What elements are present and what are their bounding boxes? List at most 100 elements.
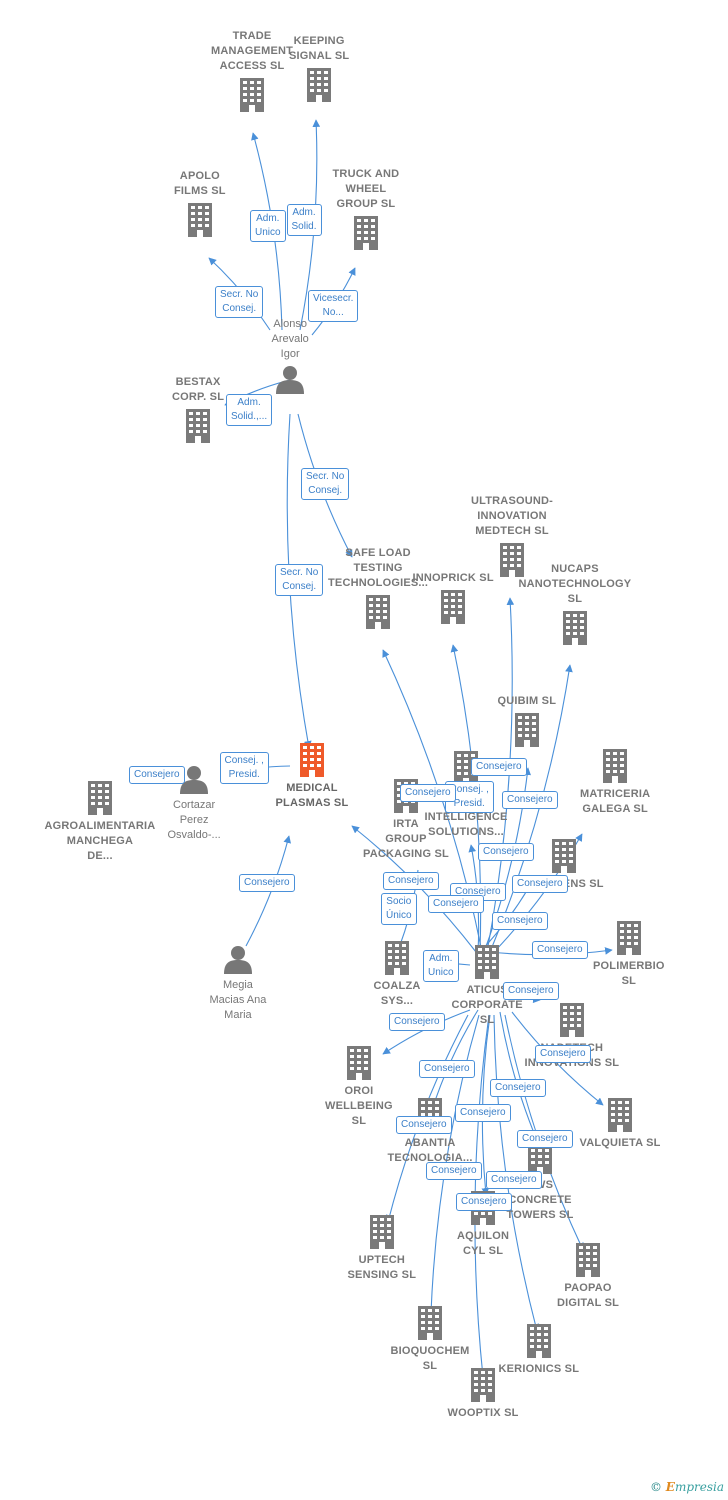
- node-name: BIOQUOCHEM SL: [390, 1345, 470, 1372]
- building-icon[interactable]: [88, 781, 112, 815]
- company-node-label[interactable]: APOLO FILMS SL: [174, 169, 226, 199]
- relationship-label[interactable]: Vicesecr. No...: [308, 290, 359, 322]
- building-icon[interactable]: [441, 590, 465, 624]
- building-icon[interactable]: [366, 595, 390, 629]
- relationship-label[interactable]: Socio Único: [381, 893, 417, 925]
- node-name: OROI WELLBEING SL: [325, 1085, 393, 1127]
- person-icon[interactable]: [276, 366, 304, 394]
- company-node-label[interactable]: KERIONICS SL: [499, 1362, 580, 1377]
- company-node-label[interactable]: ULTRASOUND- INNOVATION MEDTECH SL: [471, 494, 553, 539]
- relationship-label[interactable]: Consejero: [400, 784, 456, 802]
- building-icon[interactable]: [603, 749, 627, 783]
- company-node-label[interactable]: AGROALIMENTARIA MANCHEGA DE...: [45, 819, 156, 864]
- building-icon[interactable]: [188, 203, 212, 237]
- relationship-label[interactable]: Consejero: [492, 912, 548, 930]
- company-node-label[interactable]: OROI WELLBEING SL: [325, 1084, 393, 1129]
- relationship-label[interactable]: Consejero: [426, 1162, 482, 1180]
- person-node-label[interactable]: Megia Macias Ana Maria: [210, 978, 267, 1023]
- person-icon[interactable]: [224, 946, 252, 974]
- company-node-label[interactable]: IRTA GROUP PACKAGING SL: [363, 817, 449, 862]
- company-node-label[interactable]: INNOPRICK SL: [413, 571, 494, 586]
- node-name: IRTA GROUP PACKAGING SL: [363, 818, 449, 860]
- node-name: Alonso Arevalo Igor: [271, 318, 309, 360]
- building-icon[interactable]: [576, 1243, 600, 1277]
- relationship-label[interactable]: Consejero: [502, 791, 558, 809]
- relationship-label[interactable]: Secr. No Consej.: [275, 564, 324, 596]
- building-icon[interactable]: [563, 611, 587, 645]
- company-node-label[interactable]: BESTAX CORP. SL: [172, 375, 224, 405]
- company-node-label[interactable]: NUCAPS NANOTECHNOLOGY SL: [519, 562, 632, 607]
- company-node-label[interactable]: INTELLIGENCE SOLUTIONS...: [425, 810, 508, 840]
- relationship-label[interactable]: Adm. Unico: [423, 950, 459, 982]
- company-node-label[interactable]: MATRICERIA GALEGA SL: [580, 787, 650, 817]
- relationship-label[interactable]: Consejero: [456, 1193, 512, 1211]
- company-node-label[interactable]: POLIMERBIO SL: [593, 959, 665, 989]
- building-icon[interactable]: [475, 945, 499, 979]
- building-icon[interactable]: [307, 68, 331, 102]
- building-icon[interactable]: [617, 921, 641, 955]
- company-node-label[interactable]: TRUCK AND WHEEL GROUP SL: [333, 167, 400, 212]
- relationship-label[interactable]: Adm. Unico: [250, 210, 286, 242]
- relationship-label[interactable]: Consejero: [478, 843, 534, 861]
- company-node-label[interactable]: UPTECH SENSING SL: [348, 1253, 417, 1283]
- company-node-label[interactable]: WOOPTIX SL: [448, 1406, 519, 1421]
- node-name: TRUCK AND WHEEL GROUP SL: [332, 168, 400, 210]
- building-icon[interactable]: [560, 1003, 584, 1037]
- node-name: SAFE LOAD TESTING TECHNOLOGIES...: [328, 547, 429, 589]
- building-icon[interactable]: [471, 1368, 495, 1402]
- building-icon[interactable]: [354, 216, 378, 250]
- company-node-label[interactable]: ABANTIA TECNOLOGIA...: [388, 1136, 473, 1166]
- company-node-label[interactable]: SAFE LOAD TESTING TECHNOLOGIES...: [328, 546, 428, 591]
- relationship-label[interactable]: Consejero: [503, 982, 559, 1000]
- relationship-label[interactable]: Consejero: [490, 1079, 546, 1097]
- relationship-label[interactable]: Consejero: [535, 1045, 591, 1063]
- building-icon[interactable]: [418, 1306, 442, 1340]
- company-node-label[interactable]: ATICUS CORPORATE SL: [452, 983, 523, 1028]
- relationship-label[interactable]: Consejero: [517, 1130, 573, 1148]
- building-icon[interactable]: [527, 1324, 551, 1358]
- building-icon[interactable]: [347, 1046, 371, 1080]
- copyright-symbol: ©: [649, 1480, 662, 1494]
- building-icon[interactable]: [552, 839, 576, 873]
- relationship-label[interactable]: Consejero: [419, 1060, 475, 1078]
- relationship-label[interactable]: Consejero: [129, 766, 185, 784]
- company-node-label[interactable]: PAOPAO DIGITAL SL: [557, 1281, 619, 1311]
- building-icon[interactable]: [608, 1098, 632, 1132]
- relationship-label[interactable]: Consejero: [532, 941, 588, 959]
- relationship-label[interactable]: Consejero: [239, 874, 295, 892]
- company-node-label[interactable]: VALQUIETA SL: [580, 1136, 661, 1151]
- company-node-label[interactable]: COALZA SYS...: [374, 979, 421, 1009]
- building-icon[interactable]: [300, 743, 324, 777]
- company-node-label[interactable]: KEEPING SIGNAL SL: [289, 34, 349, 64]
- node-name: POLIMERBIO SL: [593, 960, 665, 987]
- relationship-label[interactable]: Consejero: [383, 872, 439, 890]
- building-icon[interactable]: [370, 1215, 394, 1249]
- person-node-label[interactable]: Alonso Arevalo Igor: [272, 317, 309, 362]
- relationship-label[interactable]: Consejero: [455, 1104, 511, 1122]
- node-name: AGROALIMENTARIA MANCHEGA DE...: [44, 820, 156, 862]
- company-node-label[interactable]: BIOQUOCHEM SL: [391, 1344, 470, 1374]
- relationship-label[interactable]: Consejero: [512, 875, 568, 893]
- relationship-label[interactable]: Adm. Solid.: [286, 204, 322, 236]
- company-node-label[interactable]: MEDICAL PLASMAS SL: [276, 781, 349, 811]
- person-node-label[interactable]: Cortazar Perez Osvaldo-...: [168, 798, 221, 843]
- node-name: INNOPRICK SL: [412, 572, 494, 584]
- company-node-label[interactable]: QUIBIM SL: [498, 694, 557, 709]
- relationship-label[interactable]: Consejero: [428, 895, 484, 913]
- building-icon[interactable]: [385, 941, 409, 975]
- relationship-label[interactable]: Consejero: [471, 758, 527, 776]
- company-node-label[interactable]: AQUILON CYL SL: [457, 1229, 509, 1259]
- building-icon[interactable]: [515, 713, 539, 747]
- node-name: BESTAX CORP. SL: [172, 376, 225, 403]
- relationship-label[interactable]: Adm. Solid.,...: [226, 394, 273, 426]
- relationship-label[interactable]: Secr. No Consej.: [215, 286, 264, 318]
- relationship-label[interactable]: Consejero: [486, 1171, 542, 1189]
- relationship-label[interactable]: Consejero: [389, 1013, 445, 1031]
- relationship-label[interactable]: Consejero: [396, 1116, 452, 1134]
- edge-line: [245, 835, 291, 947]
- building-icon[interactable]: [240, 78, 264, 112]
- company-node-label[interactable]: TRADE MANAGEMENT ACCESS SL: [211, 29, 293, 74]
- relationship-label[interactable]: Consej. , Presid.: [219, 752, 269, 784]
- building-icon[interactable]: [186, 409, 210, 443]
- relationship-label[interactable]: Secr. No Consej.: [301, 468, 350, 500]
